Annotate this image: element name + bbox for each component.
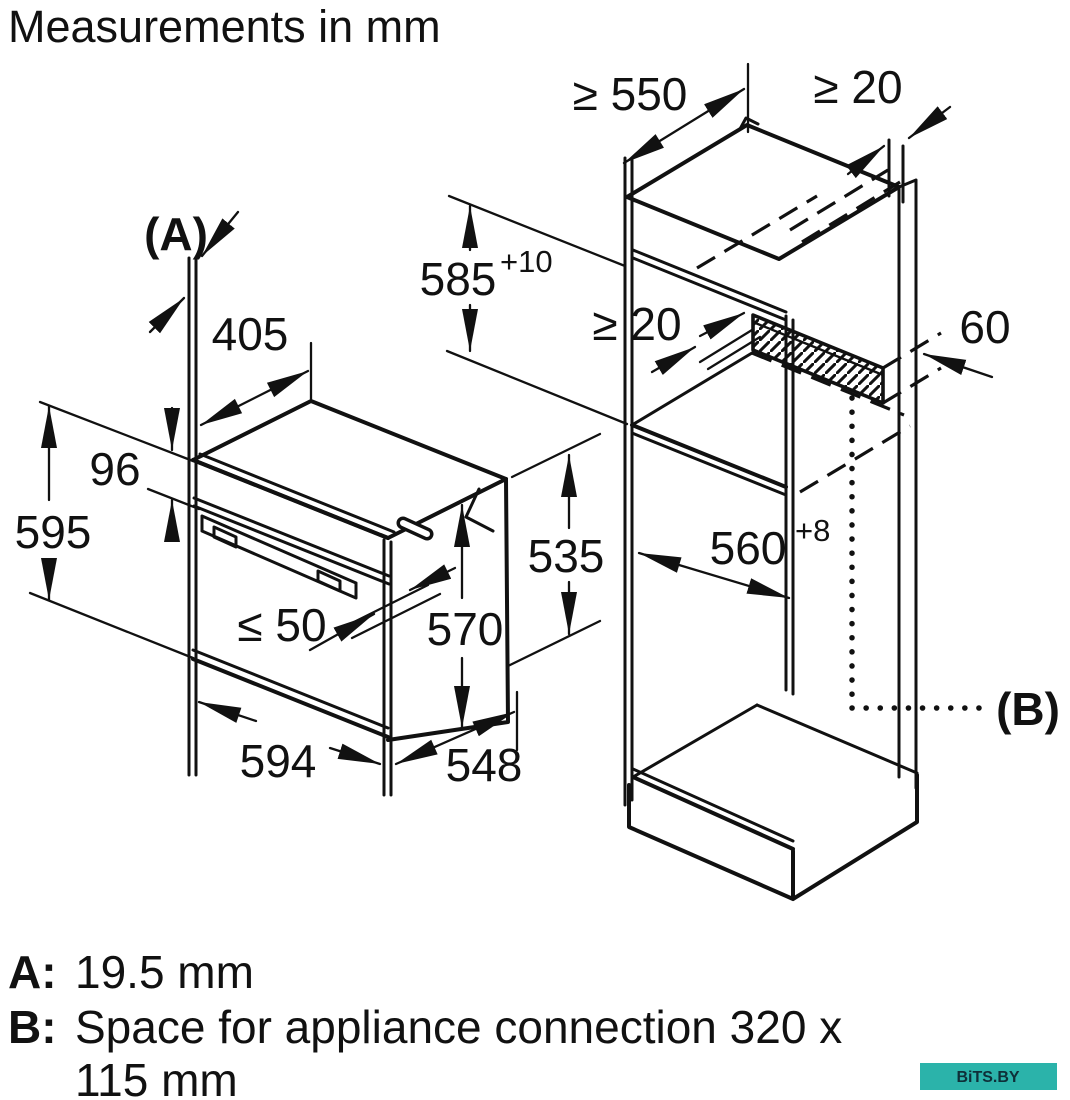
floor-back-edge [755, 703, 919, 775]
niche-ceiling-lines [631, 248, 788, 322]
watermark-text: BiTS.BY [956, 1069, 1019, 1086]
hidden-edge-5 [882, 366, 942, 405]
dim-label-535: 535 [528, 530, 605, 582]
handle-standoff-left [212, 525, 238, 549]
oven-dimensions: (A) 405 96 595 ≤ 50 570 535 594 [15, 208, 605, 791]
dim-label-60: 60 [959, 301, 1010, 353]
legend-a-value: 19.5 mm [75, 946, 254, 998]
dim-label-560-sup: +8 [795, 513, 830, 548]
dim-label-96: 96 [89, 443, 140, 495]
oven-frame-lip [198, 452, 396, 534]
hidden-edge-6 [799, 424, 911, 494]
cabinet-drawing [623, 116, 988, 901]
legend: A: 19.5 mm B: Space for appliance connec… [8, 946, 842, 1100]
oven-front-bottom-edge [191, 657, 390, 739]
wall-gap-lines [887, 138, 905, 204]
dim-label-560: 560 [710, 522, 787, 574]
dim-label-585: 585 [420, 253, 497, 305]
cabinet-dimensions: ≥ 550 ≥ 20 585 +10 ≥ 20 60 560 +8 (B) [420, 61, 1060, 735]
dim-label-570: 570 [427, 603, 504, 655]
oven-door-bottom-inner [191, 648, 390, 730]
hidden-edge-3 [801, 180, 901, 244]
dim-label-594: 594 [240, 735, 317, 787]
control-panel-lines [192, 496, 391, 586]
dim-label-405: 405 [212, 308, 289, 360]
dim-label-le50: ≤ 50 [237, 599, 326, 651]
shelf-front-edge [630, 423, 788, 489]
hidden-edge-1 [696, 194, 818, 270]
cabinet-base [627, 773, 919, 901]
dim-label-548: 548 [446, 739, 523, 791]
shelf-back-hidden-edge [751, 351, 905, 417]
niche-right-inner-edge [784, 314, 795, 696]
connection-space-hatch [751, 313, 885, 405]
cabinet-top-face [625, 123, 901, 261]
hidden-edge-2 [789, 168, 889, 232]
handle-standoff-right [316, 569, 342, 593]
floor-left-depth-edge [631, 703, 759, 779]
oven-front-right-edge [382, 538, 393, 797]
hidden-edge-4 [882, 331, 942, 370]
floor-front-inner [631, 767, 795, 843]
legend-b-value-line2: 115 mm [75, 1054, 238, 1100]
dim-label-585-sup: +10 [500, 244, 553, 279]
page-title: Measurements in mm [8, 1, 441, 52]
oven-drawing [187, 256, 510, 797]
legend-b-key: B: [8, 1001, 57, 1053]
shelf-left-depth-edge [630, 351, 754, 427]
cabinet-right-wall [897, 178, 918, 790]
legend-a-key: A: [8, 946, 57, 998]
watermark: BiTS.BY [920, 1063, 1057, 1090]
oven-front-top-edge [191, 458, 390, 540]
legend-b-value-line1: Space for appliance connection 320 x [75, 1001, 842, 1053]
shelf-front-inner [630, 431, 788, 497]
watermark-background [920, 1063, 1057, 1090]
cabinet-front-left-edge [623, 156, 634, 807]
grip-hole-inner [400, 520, 430, 537]
dim-label-b: (B) [996, 683, 1060, 735]
dim-label-ge20-mid: ≥ 20 [592, 298, 681, 350]
dim-label-595: 595 [15, 506, 92, 558]
floor-front-edge [631, 775, 795, 851]
dim-label-ge550: ≥ 550 [573, 68, 688, 120]
oven-front-left-edge [187, 256, 198, 777]
dim-label-a: (A) [144, 208, 208, 260]
door-handle [200, 514, 358, 600]
dim-label-ge20-top: ≥ 20 [813, 61, 902, 113]
